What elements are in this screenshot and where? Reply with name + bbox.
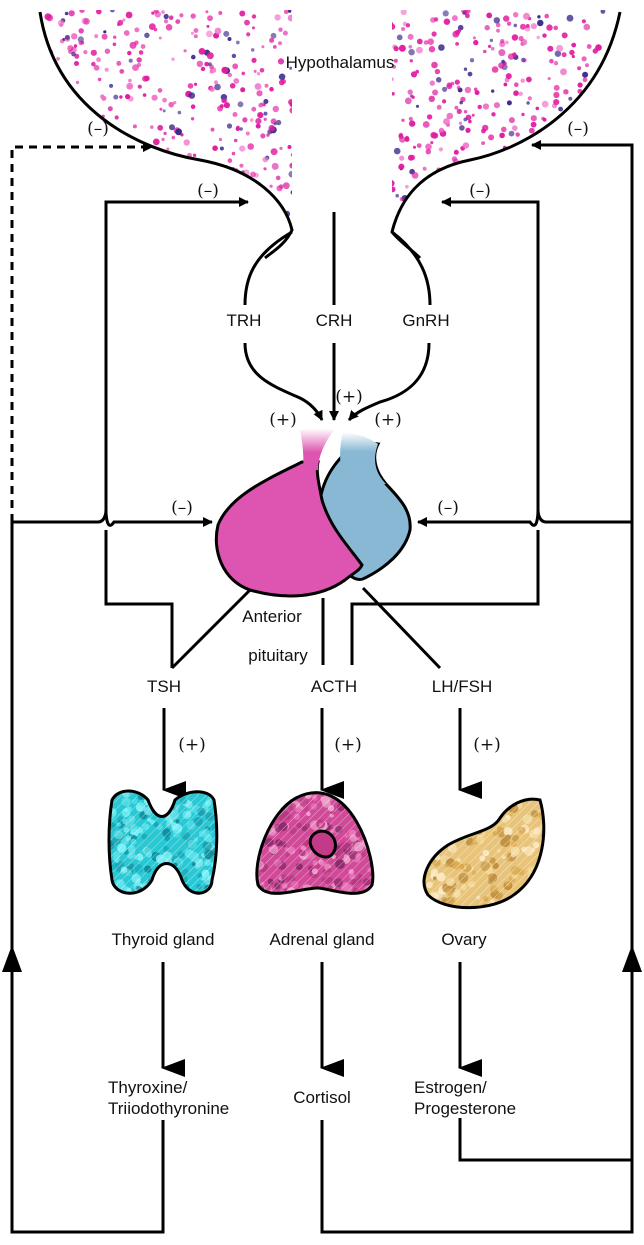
right-hypothalamus-minus-sign: (–)	[567, 119, 589, 139]
thyroid-gland	[107, 789, 219, 895]
acth-loop-to-hypothalamus	[350, 202, 540, 665]
tsh-plus-sign: (+)	[178, 735, 206, 755]
anterior-pituitary-label-line1: Anterior	[242, 607, 302, 626]
pituitary-pink-stalk	[300, 428, 334, 472]
adrenal-gland-label: Adrenal gland	[270, 930, 375, 949]
gnrh-plus-sign: (+)	[374, 410, 402, 430]
progesterone-label: Progesterone	[414, 1099, 516, 1118]
crh-plus-sign: (+)	[335, 387, 363, 407]
right-loop-minus-sign: (–)	[469, 181, 491, 201]
left-hypothalamus-minus-sign: (–)	[87, 119, 109, 139]
trh-label: TRH	[227, 311, 262, 330]
hypothalamus-outline-left	[38, 11, 294, 260]
trh-plus-sign: (+)	[269, 410, 297, 430]
thyroxine-label: Thyroxine/	[108, 1078, 188, 1097]
ovary-label: Ovary	[441, 930, 487, 949]
right-feedback-to-hypothalamus	[531, 140, 634, 972]
cortisol-feedback-return	[320, 945, 634, 1234]
thyroid-gland-label: Thyroid gland	[111, 930, 214, 949]
hypothalamus-label: Hypothalamus	[286, 53, 395, 72]
adrenal-medulla	[308, 829, 337, 859]
gnrh-arrow	[347, 342, 431, 422]
acth-label: ACTH	[311, 677, 357, 696]
trh-pathway-top	[243, 230, 293, 306]
tsh-output-line	[170, 588, 252, 670]
left-tsh-minus-sign: (–)	[197, 181, 219, 201]
estrogen-label: Estrogen/	[414, 1078, 487, 1097]
adrenal-gland	[255, 791, 375, 895]
anterior-pituitary	[214, 428, 412, 598]
left-feedback-dashed-to-hypothalamus	[10, 142, 153, 522]
right-pituitary-minus-sign: (–)	[437, 498, 459, 518]
ovary	[422, 797, 546, 910]
lhfsh-output-line	[361, 586, 442, 670]
gnrh-label: GnRH	[402, 311, 449, 330]
ovary-feedback-return	[458, 1118, 632, 1162]
tsh-loop-to-hypothalamus	[104, 202, 248, 668]
trh-arrow	[243, 342, 324, 421]
left-pituitary-minus-sign: (–)	[171, 498, 193, 518]
cortisol-label: Cortisol	[293, 1088, 351, 1107]
pituitary-pink-lobe	[214, 460, 364, 598]
pituitary-blue-stalk	[340, 432, 386, 488]
tsh-label: TSH	[147, 677, 181, 696]
anterior-pituitary-label-line2: pituitary	[248, 646, 308, 665]
lh-fsh-label: LH/FSH	[432, 677, 492, 696]
triiodothyronine-label: Triiodothyronine	[108, 1099, 229, 1118]
hypothalamus-texture	[40, 10, 620, 228]
acth-plus-sign: (+)	[334, 735, 362, 755]
gnrh-pathway-top	[391, 230, 432, 306]
lhfsh-plus-sign: (+)	[473, 735, 501, 755]
thyroid-feedback-return	[10, 945, 165, 1234]
crh-label: CRH	[316, 311, 353, 330]
